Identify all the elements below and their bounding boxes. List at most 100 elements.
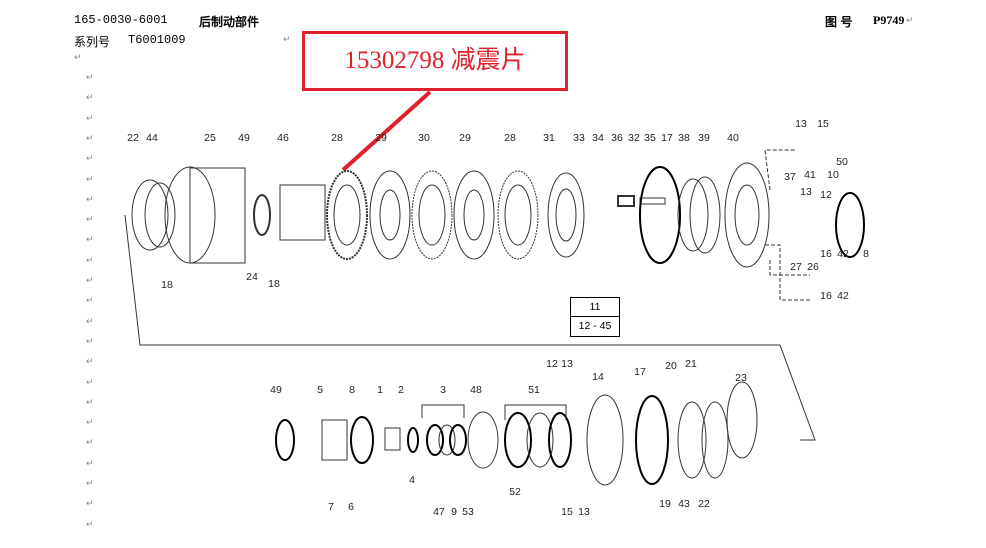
part-number-label: 12	[546, 358, 558, 370]
part-number-label: 49	[270, 384, 282, 396]
part-number-label: 26	[807, 261, 819, 273]
part-number-label: 17	[661, 132, 673, 144]
paragraph-mark: ↵	[74, 52, 82, 62]
part-number-label: 29	[459, 132, 471, 144]
part-number-label: 42	[837, 248, 849, 260]
part-number-label: 43	[678, 498, 690, 510]
part-number-label: 24	[246, 271, 258, 283]
part-number-label: 49	[238, 132, 250, 144]
part-number-label: 36	[611, 132, 623, 144]
part-number-label: 42	[837, 290, 849, 302]
part-number-label: 50	[836, 156, 848, 168]
part-number-label: 10	[827, 169, 839, 181]
paragraph-mark: ↵	[86, 275, 94, 285]
paragraph-mark: ↵	[86, 335, 94, 346]
part-number-label: 39	[698, 132, 710, 144]
table-row: 12 - 45	[571, 316, 619, 335]
part-number-label: 6	[348, 501, 354, 513]
part-number-label: 22	[127, 132, 139, 144]
part-number-label: 30	[418, 132, 430, 144]
part-number-label: 17	[634, 366, 646, 378]
part-number-label: 4	[409, 474, 415, 486]
part-number-label: 13	[795, 118, 807, 130]
paragraph-mark: ↵	[86, 214, 94, 225]
part-number-label: 53	[462, 506, 474, 518]
drawing-number: P9749	[873, 13, 905, 27]
part-number-label: 27	[790, 261, 802, 273]
part-number-label: 28	[331, 132, 343, 144]
part-number: 165-0030-6001	[74, 13, 168, 27]
paragraph-mark: ↵	[86, 193, 94, 204]
part-number-label: 7	[328, 501, 334, 513]
part-number-label: 16	[820, 248, 832, 260]
part-number-label: 8	[349, 384, 355, 396]
paragraph-mark: ↵	[86, 132, 94, 143]
table-row: 11	[589, 301, 601, 313]
part-number-label: 2	[398, 384, 404, 396]
part-number-label: 51	[528, 384, 540, 396]
paragraph-mark: ↵	[86, 356, 94, 367]
part-number-label: 1	[377, 384, 383, 396]
paragraph-mark: ↵	[86, 478, 94, 488]
part-number-label: 20	[665, 360, 677, 372]
part-number-label: 48	[470, 384, 482, 396]
part-number-label: 23	[735, 372, 747, 384]
paragraph-mark: ↵	[86, 376, 94, 387]
document-title: 后制动部件	[199, 15, 260, 29]
paragraph-mark: ↵	[86, 72, 94, 82]
part-number-label: 28	[504, 132, 516, 144]
paragraph-mark: ↵	[86, 173, 94, 184]
part-number-label: 29	[375, 132, 387, 144]
paragraph-mark: ↵	[86, 417, 94, 428]
part-number-label: 21	[685, 358, 697, 370]
part-number-label: 38	[678, 132, 690, 144]
part-number-label: 3	[440, 384, 446, 396]
paragraph-mark: ↵	[86, 457, 94, 468]
parts-table: 11 12 - 45	[570, 297, 620, 337]
part-number-label: 18	[268, 278, 280, 290]
part-number-label: 13	[578, 506, 590, 518]
part-number-label: 8	[863, 248, 869, 260]
callout-arrow	[341, 90, 432, 172]
part-number-label: 22	[698, 498, 710, 510]
part-number-label: 25	[204, 132, 216, 144]
paragraph-mark: ↵	[86, 112, 94, 123]
paragraph-mark: ↵	[86, 396, 94, 407]
part-number-label: 16	[820, 290, 832, 302]
drawing-label: 图 号	[825, 15, 853, 29]
connector-line	[124, 214, 816, 441]
part-number-label: 33	[573, 132, 585, 144]
paragraph-mark: ↵	[283, 34, 291, 44]
part-number-label: 5	[317, 384, 323, 396]
paragraph-mark: ↵	[86, 315, 94, 326]
part-number-label: 15	[561, 506, 573, 518]
part-number-label: 9	[451, 506, 457, 518]
paragraph-mark: ↵	[86, 437, 94, 448]
part-number-label: 19	[659, 498, 671, 510]
part-number-label: 18	[161, 279, 173, 291]
part-number-label: 46	[277, 132, 289, 144]
paragraph-mark: ↵	[906, 15, 914, 25]
paragraph-mark: ↵	[86, 153, 94, 164]
part-number-label: 44	[146, 132, 158, 144]
serial-label: 系列号	[74, 35, 111, 49]
part-number-label: 31	[543, 132, 555, 144]
paragraph-mark: ↵	[86, 518, 94, 529]
part-number-label: 47	[433, 506, 445, 518]
paragraph-mark: ↵	[86, 498, 94, 509]
part-number-label: 12	[820, 189, 832, 201]
part-number-label: 15	[817, 118, 829, 130]
part-number-label: 34	[592, 132, 604, 144]
part-number-label: 13	[800, 186, 812, 198]
part-number-label: 35	[644, 132, 656, 144]
paragraph-mark: ↵	[86, 234, 94, 245]
part-number-label: 41	[804, 169, 816, 181]
serial-value: T6001009	[128, 33, 186, 47]
part-callout: 15302798 减震片	[302, 31, 568, 91]
part-number-label: 13	[561, 358, 573, 370]
part-number-label: 14	[592, 371, 604, 383]
part-number-label: 40	[727, 132, 739, 144]
part-number-label: 37	[784, 171, 796, 183]
